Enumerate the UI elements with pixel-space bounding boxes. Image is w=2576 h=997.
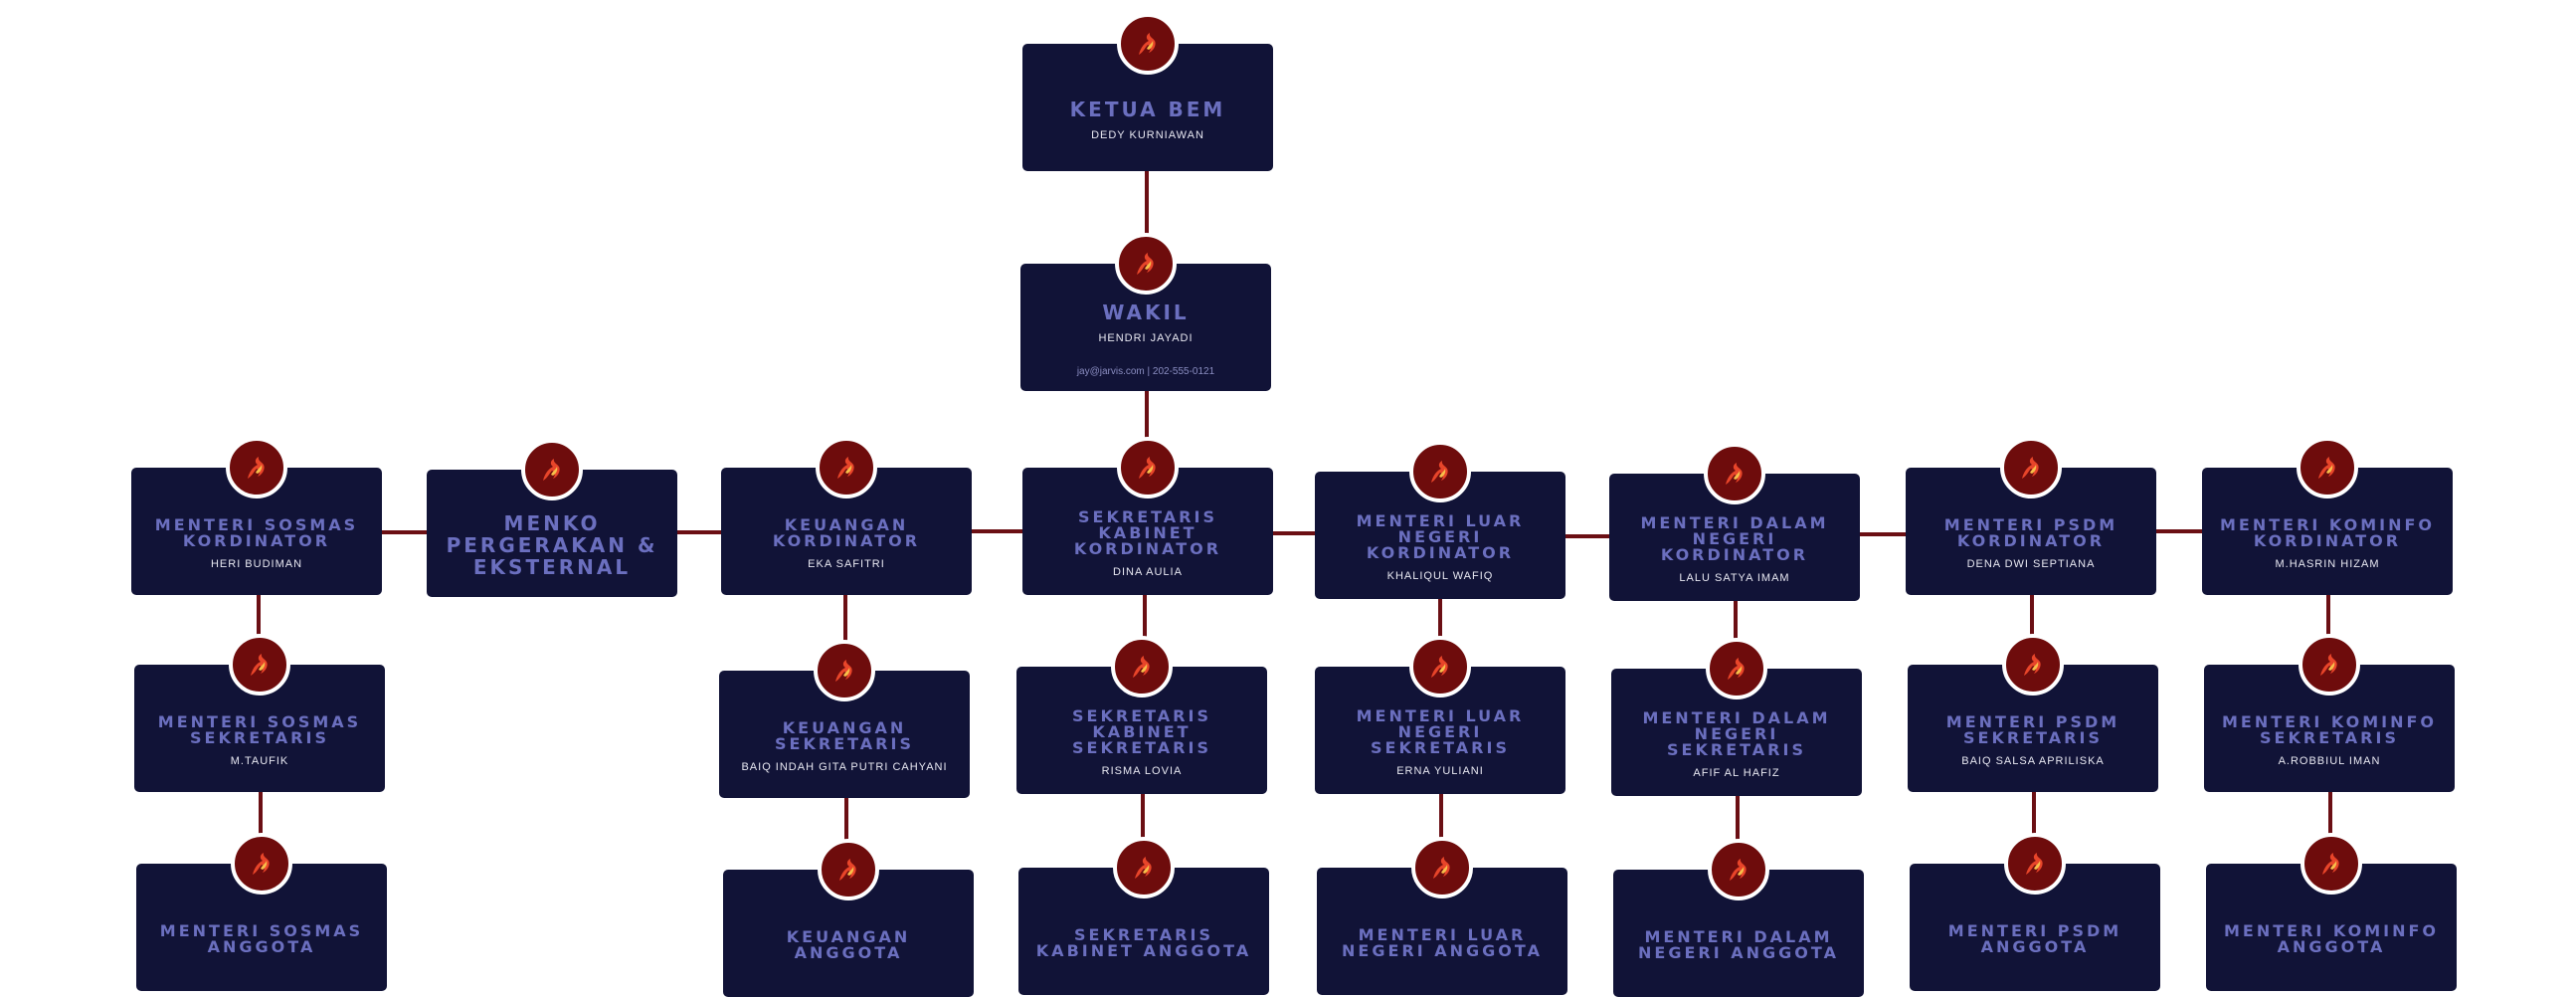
node-kom-s[interactable]: MENTERI KOMINFO SEKRETARIS A.ROBBIUL IMAN [2204,665,2455,792]
phoenix-logo-icon [2300,833,2362,895]
phoenix-logo-icon [1117,437,1179,498]
phoenix-logo-icon [2002,634,2064,696]
node-person-name: M.TAUFIK [230,754,289,767]
phoenix-logo-icon [1113,837,1175,898]
node-title: MENKO PERGERAKAN & EKSTERNAL [446,511,658,579]
node-ln-s[interactable]: MENTERI LUAR NEGERI SEKRETARIS ERNA YULIA… [1315,667,1565,794]
node-title: MENTERI KOMINFO ANGGOTA [2223,921,2439,956]
node-title: SEKRETARIS KABINET SEKRETARIS [1072,705,1211,757]
node-dn-a[interactable]: MENTERI DALAM NEGERI ANGGOTA [1613,870,1864,997]
phoenix-logo-icon [2299,634,2360,696]
connector-line [1734,601,1738,669]
phoenix-logo-icon [818,839,879,900]
node-psdm-s[interactable]: MENTERI PSDM SEKRETARIS BAIQ SALSA APRILI… [1908,665,2158,792]
connector-line [2328,792,2332,864]
node-contact: jay@jarvis.com | 202-555-0121 [1076,366,1215,377]
connector-line [1438,599,1442,667]
phoenix-logo-icon [2004,833,2066,895]
node-title: MENTERI KOMINFO SEKRETARIS [2221,711,2437,747]
connector-line [1143,595,1147,667]
connector-line [259,792,263,864]
node-title: MENTERI LUAR NEGERI KORDINATOR [1356,510,1525,562]
phoenix-logo-icon [1411,837,1473,898]
connector-line [2156,529,2202,533]
phoenix-logo-icon [1704,443,1765,504]
node-title: MENTERI PSDM ANGGOTA [1947,921,2122,956]
node-ln-k[interactable]: MENTERI LUAR NEGERI KORDINATOR KHALIQUL W… [1315,472,1565,599]
node-person-name: DINA AULIA [1113,565,1183,578]
connector-line [2030,595,2034,665]
node-title: SEKRETARIS KABINET ANGGOTA [1035,925,1252,960]
node-person-name: KHALIQUL WAFIQ [1386,569,1494,582]
node-title: MENTERI SOSMAS KORDINATOR [154,514,359,550]
node-title: MENTERI DALAM NEGERI ANGGOTA [1638,927,1839,962]
node-title: MENTERI SOSMAS ANGGOTA [159,921,364,956]
connector-line [843,595,847,671]
node-person-name: EKA SAFITRI [808,557,885,570]
node-person-name: AFIF AL HAFIZ [1693,766,1780,779]
node-person-name: DENA DWI SEPTIANA [1966,557,2096,570]
phoenix-logo-icon [229,634,290,696]
node-person-name: RISMA LOVIA [1101,764,1183,777]
phoenix-logo-icon [226,437,287,498]
phoenix-logo-icon [1117,13,1179,75]
node-title: KEUANGAN KORDINATOR [772,514,921,550]
node-person-name: M.HASRIN HIZAM [2275,557,2380,570]
node-kom-k[interactable]: MENTERI KOMINFO KORDINATOR M.HASRIN HIZAM [2202,468,2453,595]
connector-line [1145,391,1149,468]
phoenix-logo-icon [1708,839,1769,900]
node-title: MENTERI LUAR NEGERI ANGGOTA [1342,925,1543,960]
node-title: MENTERI SOSMAS SEKRETARIS [157,711,362,747]
connector-line [1141,794,1145,868]
node-title: MENTERI KOMINFO KORDINATOR [2219,514,2435,550]
node-title: KETUA BEM [1069,97,1226,121]
phoenix-logo-icon [814,640,875,701]
node-person-name: HERI BUDIMAN [210,557,303,570]
phoenix-logo-icon [2297,437,2358,498]
connector-line [1145,171,1149,264]
node-sosmas-s[interactable]: MENTERI SOSMAS SEKRETARIS M.TAUFIK [134,665,385,792]
connector-line [677,530,721,534]
phoenix-logo-icon [2000,437,2062,498]
phoenix-logo-icon [1706,638,1767,699]
node-dn-k[interactable]: MENTERI DALAM NEGERI KORDINATOR LALU SATY… [1609,474,1860,601]
phoenix-logo-icon [1409,636,1471,698]
node-title: WAKIL [1102,300,1190,324]
phoenix-logo-icon [1111,636,1173,698]
phoenix-logo-icon [231,833,292,895]
node-title: MENTERI DALAM NEGERI KORDINATOR [1640,512,1829,564]
node-person-name: DEDY KURNIAWAN [1091,128,1204,141]
connector-line [1860,532,1906,536]
node-title: MENTERI PSDM KORDINATOR [1943,514,2118,550]
node-person-name: BAIQ SALSA APRILISKA [1961,754,2105,767]
node-psdm-a[interactable]: MENTERI PSDM ANGGOTA [1910,864,2160,991]
connector-line [2326,595,2330,665]
phoenix-logo-icon [1409,441,1471,502]
connector-line [1736,796,1740,870]
connector-line [844,798,848,870]
node-title: MENTERI LUAR NEGERI SEKRETARIS [1356,705,1525,757]
node-title: KEUANGAN SEKRETARIS [775,717,914,753]
node-person-name: HENDRI JAYADI [1098,332,1194,344]
connector-line [2032,792,2036,864]
connector-line [382,530,427,534]
connector-line [972,529,1022,533]
node-title: MENTERI PSDM SEKRETARIS [1945,711,2120,747]
phoenix-logo-icon [1115,233,1177,295]
node-person-name: LALU SATYA IMAM [1679,571,1790,584]
phoenix-logo-icon [816,437,877,498]
connector-line [1439,794,1443,868]
node-title: MENTERI DALAM NEGERI SEKRETARIS [1642,707,1831,759]
node-person-name: BAIQ INDAH GITA PUTRI CAHYANI [741,760,948,773]
connector-line [256,595,261,665]
node-title: SEKRETARIS KABINET KORDINATOR [1073,506,1222,558]
node-person-name: ERNA YULIANI [1396,764,1484,777]
node-person-name: A.ROBBIUL IMAN [2278,754,2381,767]
connector-line [1565,534,1609,538]
phoenix-logo-icon [521,439,583,500]
node-title: KEUANGAN ANGGOTA [786,927,911,962]
connector-line [1273,531,1315,535]
